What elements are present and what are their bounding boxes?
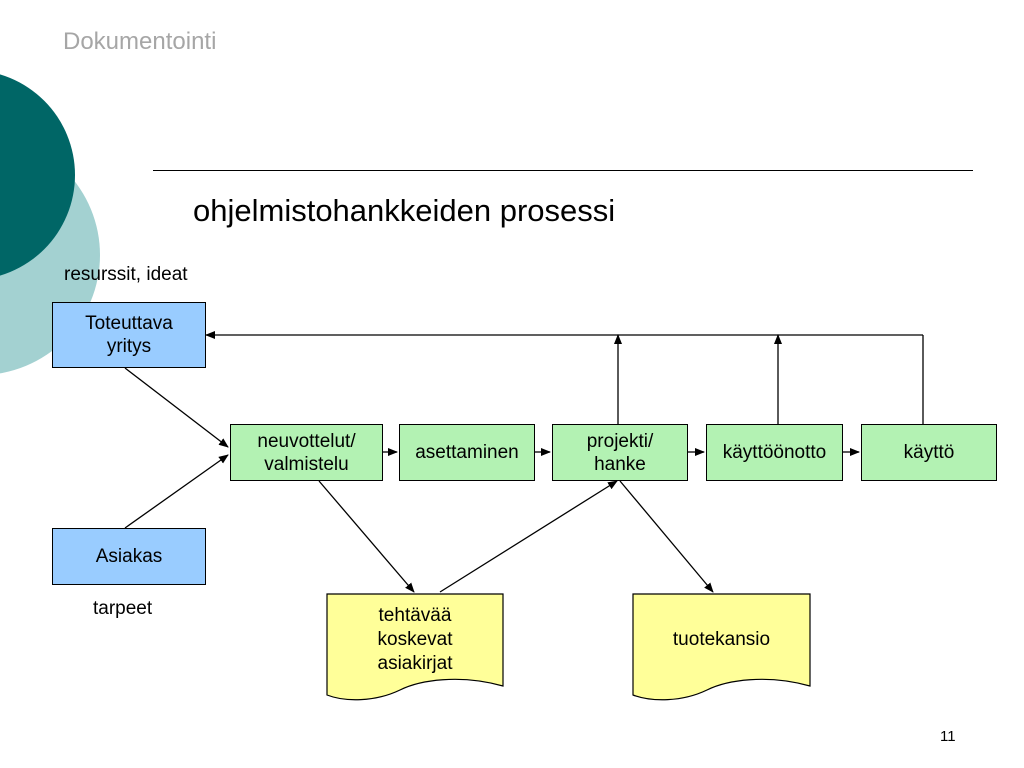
- node-project-label: projekti/ hanke: [586, 430, 654, 475]
- product-folder-shape: [632, 593, 811, 701]
- node-company-label: Toteuttava yritys: [85, 313, 173, 357]
- slide-title: ohjelmistohankkeiden prosessi: [193, 193, 616, 228]
- node-usage-label: käyttö: [903, 442, 955, 463]
- node-customer-label: Asiakas: [95, 546, 163, 567]
- title-divider: [153, 170, 973, 171]
- task-docs-label: tehtävää koskevat asiakirjat: [377, 605, 453, 674]
- node-company: Toteuttava yritys: [52, 302, 206, 368]
- header-title: Dokumentointi: [63, 28, 217, 55]
- arrow-project-to-product-folder: [619, 480, 714, 593]
- arrow-negotiation-to-task-docs: [318, 480, 415, 593]
- node-setup: asettaminen: [399, 424, 535, 481]
- task-docs-shape: [326, 593, 504, 701]
- node-deployment: käyttöönotto: [706, 424, 843, 481]
- node-negotiation-label: neuvottelut/ valmistelu: [257, 430, 356, 475]
- deco-circle-dark: [0, 74, 75, 276]
- node-deployment-label: käyttöönotto: [722, 442, 827, 463]
- arrow-customer-to-negotiation: [124, 454, 229, 529]
- node-negotiation: neuvottelut/ valmistelu: [230, 424, 383, 481]
- node-setup-label: asettaminen: [415, 442, 519, 463]
- arrow-company-to-negotiation: [124, 367, 229, 448]
- resources-label: resurssit, ideat: [64, 264, 188, 285]
- arrow-task-docs-to-project: [439, 480, 618, 593]
- node-customer: Asiakas: [52, 528, 206, 585]
- product-folder-label: tuotekansio: [672, 629, 771, 650]
- node-project: projekti/ hanke: [552, 424, 688, 481]
- page-number: 11: [940, 728, 956, 745]
- node-usage: käyttö: [861, 424, 997, 481]
- needs-label: tarpeet: [93, 598, 153, 619]
